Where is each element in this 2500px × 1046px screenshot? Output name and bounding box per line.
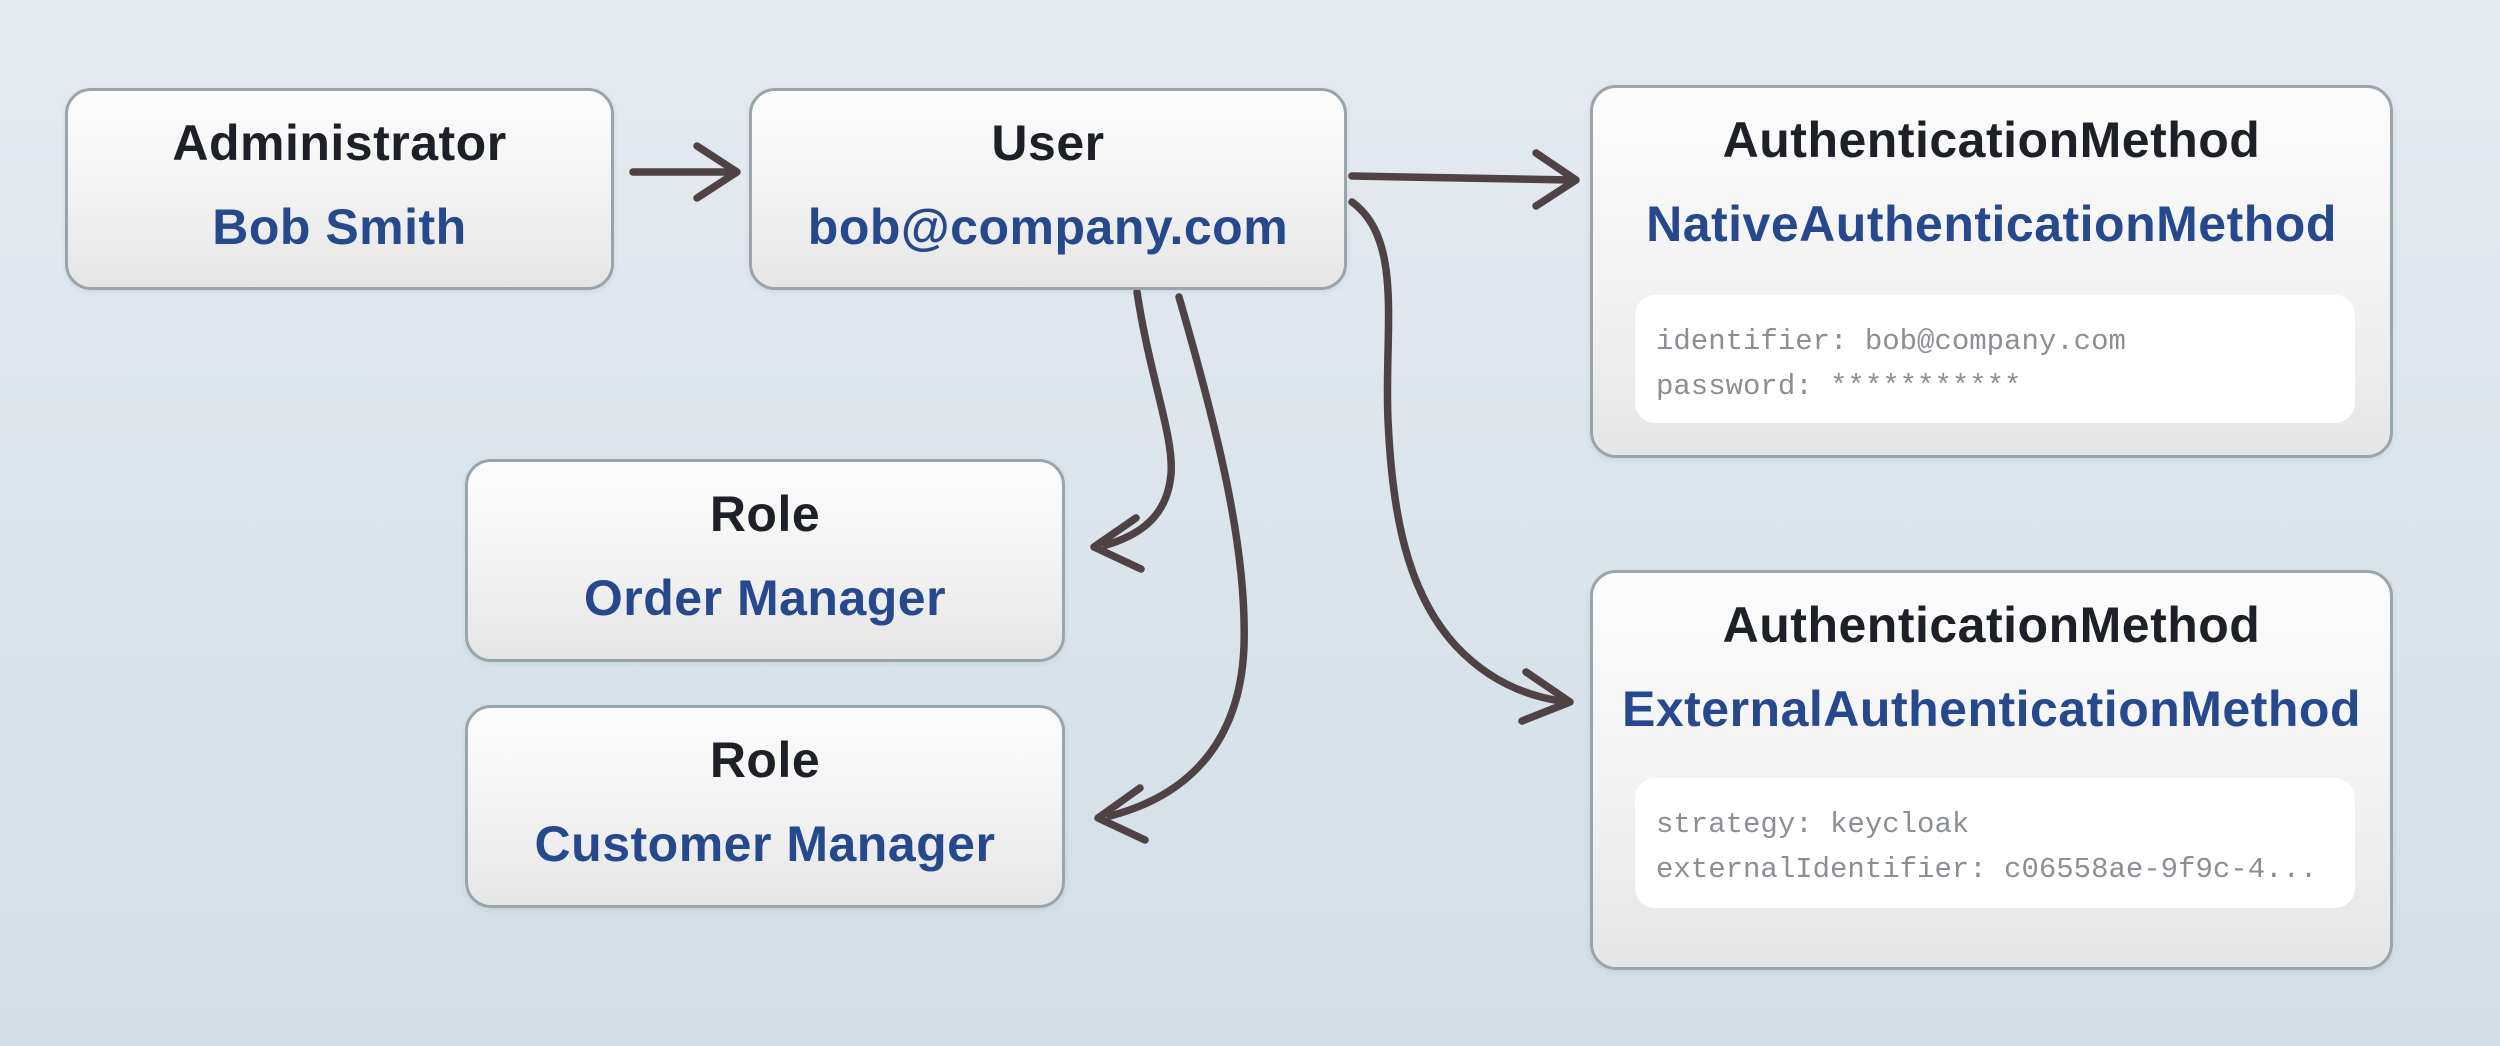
node-value-label: bob@company.com [807, 199, 1289, 255]
node-role-customer-manager: Role Customer Manager [465, 705, 1065, 908]
arrow-user-to-role-order [1090, 288, 1175, 573]
node-value-label: NativeAuthenticationMethod [1646, 196, 2337, 252]
node-external-authentication-method: AuthenticationMethod ExternalAuthenticat… [1590, 570, 2393, 970]
node-administrator: Administrator Bob Smith [65, 88, 614, 290]
attribute-identifier: identifier: bob@company.com [1656, 325, 2126, 358]
node-role-order-manager: Role Order Manager [465, 459, 1065, 662]
node-native-authentication-method: AuthenticationMethod NativeAuthenticatio… [1590, 85, 2393, 458]
node-type-label: AuthenticationMethod [1722, 597, 2261, 653]
node-value-label: Customer Manager [534, 816, 996, 872]
node-type-label: User [991, 115, 1105, 171]
attributes-panel: strategy: keycloak externalIdentifier: c… [1635, 778, 2355, 908]
node-type-label: Role [709, 732, 821, 788]
node-value-label: ExternalAuthenticationMethod [1621, 681, 2362, 737]
node-value-label: Order Manager [583, 570, 947, 626]
attribute-strategy: strategy: keycloak [1656, 808, 1970, 841]
attributes-panel: identifier: bob@company.com password: **… [1635, 295, 2355, 423]
arrow-administrator-to-user [629, 142, 741, 202]
node-value-label: Bob Smith [212, 199, 467, 255]
attribute-external-identifier: externalIdentifier: c06558ae-9f9c-4... [1656, 853, 2318, 886]
attribute-password: password: *********** [1656, 370, 2022, 403]
arrow-user-to-native-auth [1348, 149, 1580, 210]
node-type-label: Role [709, 486, 821, 542]
node-type-label: AuthenticationMethod [1722, 112, 2261, 168]
node-type-label: Administrator [172, 115, 507, 171]
arrow-user-to-role-customer [1094, 293, 1248, 844]
node-user: User bob@company.com [749, 88, 1347, 290]
arrow-user-to-external-auth [1348, 198, 1574, 725]
